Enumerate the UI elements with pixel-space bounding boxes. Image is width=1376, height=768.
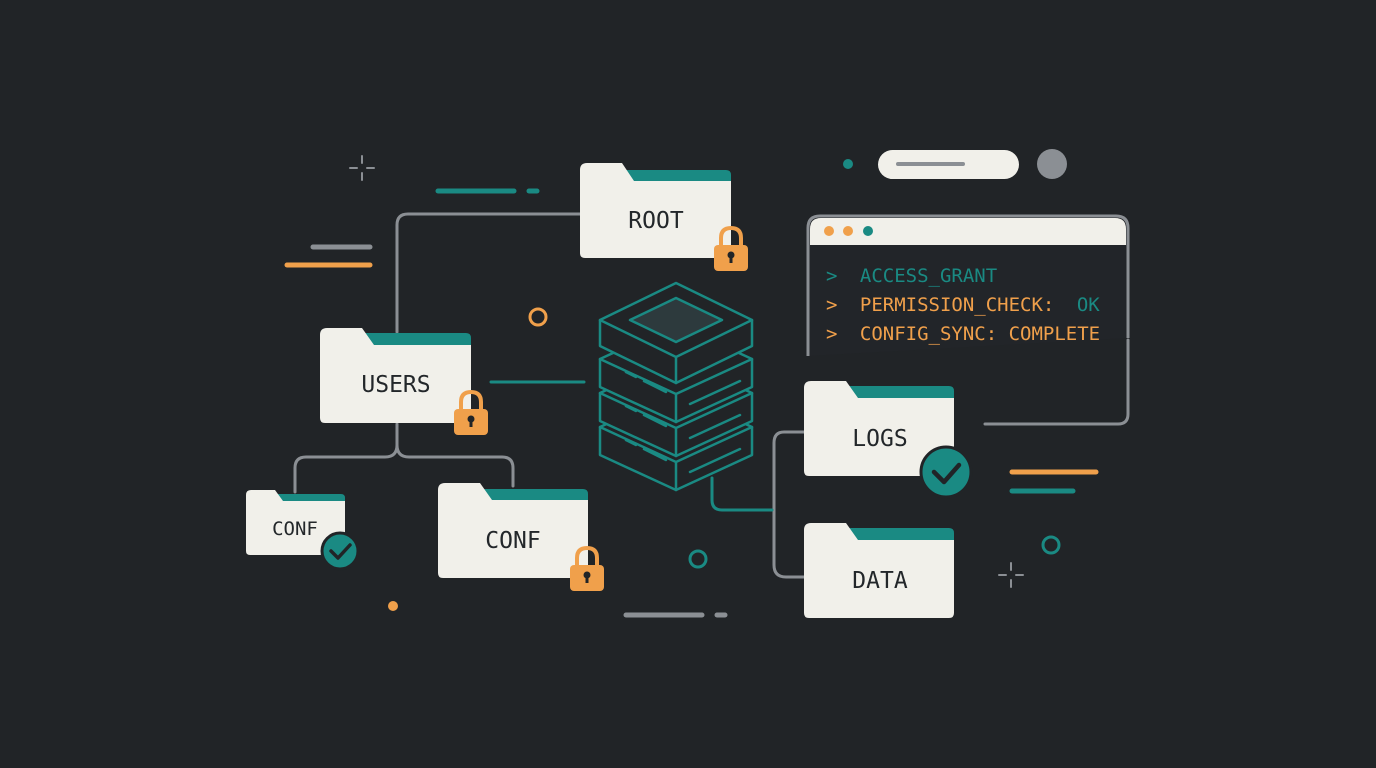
folder-users[interactable]: USERS (320, 328, 471, 423)
folder-body (804, 381, 954, 476)
folder-label: DATA (852, 568, 908, 594)
folder-conf-large[interactable]: CONF (438, 483, 588, 578)
connector-terminal-out (983, 338, 1130, 426)
terminal-line: > PERMISSION_CHECK: OK (826, 294, 1100, 316)
terminal-window: > ACCESS_GRANT > PERMISSION_CHECK: OK > … (806, 214, 1130, 356)
connector-server-logs (710, 476, 774, 512)
folder-label: LOGS (852, 426, 907, 452)
dot (843, 159, 853, 169)
terminal-line-text: CONFIG_SYNC: COMPLETE (860, 323, 1100, 345)
window-dot (843, 226, 853, 236)
window-dot (824, 226, 834, 236)
connector-users-children (293, 422, 515, 494)
check-icon (320, 531, 360, 571)
folder-label: ROOT (628, 208, 684, 234)
ring (688, 549, 708, 569)
folder-conf-small[interactable]: CONF (246, 490, 345, 555)
folder-logs[interactable]: LOGS (804, 381, 954, 476)
connector-lines-teal (489, 380, 774, 512)
terminal-frame (806, 214, 1130, 356)
terminal-prompt: > (826, 323, 837, 345)
folder-body (804, 523, 954, 618)
folder-label: CONF (485, 528, 540, 554)
sparkle-icon (349, 155, 375, 181)
terminal-prompt: > (826, 265, 837, 287)
decorations (284, 149, 1099, 618)
folder-label: CONF (272, 518, 318, 540)
connector-root-users (395, 212, 582, 334)
folder-data[interactable]: DATA (804, 523, 954, 618)
folder-label: USERS (361, 372, 430, 398)
dot (388, 601, 398, 611)
ring (1041, 535, 1061, 555)
terminal-line: > CONFIG_SYNC: COMPLETE (826, 323, 1100, 345)
terminal-titlebar (810, 218, 1126, 245)
ring (528, 307, 548, 327)
terminal-line-status: OK (1077, 294, 1100, 316)
folder-body (580, 163, 731, 258)
folder-body (320, 328, 471, 423)
folder-root[interactable]: ROOT (580, 163, 731, 258)
folder-body (246, 490, 345, 555)
server-stack-icon (598, 281, 754, 492)
terminal-line-text: PERMISSION_CHECK: (860, 294, 1054, 316)
terminal-prompt: > (826, 294, 837, 316)
sparkle-icon (998, 562, 1024, 588)
folder-body (438, 483, 588, 578)
terminal-line-text: ACCESS_GRANT (860, 265, 997, 287)
connector-lines (293, 212, 1130, 579)
terminal-line: > ACCESS_GRANT (826, 265, 997, 287)
avatar-dot (1037, 149, 1067, 179)
connector-logs-data (772, 430, 806, 579)
window-dot (863, 226, 873, 236)
check-icon (919, 445, 973, 499)
